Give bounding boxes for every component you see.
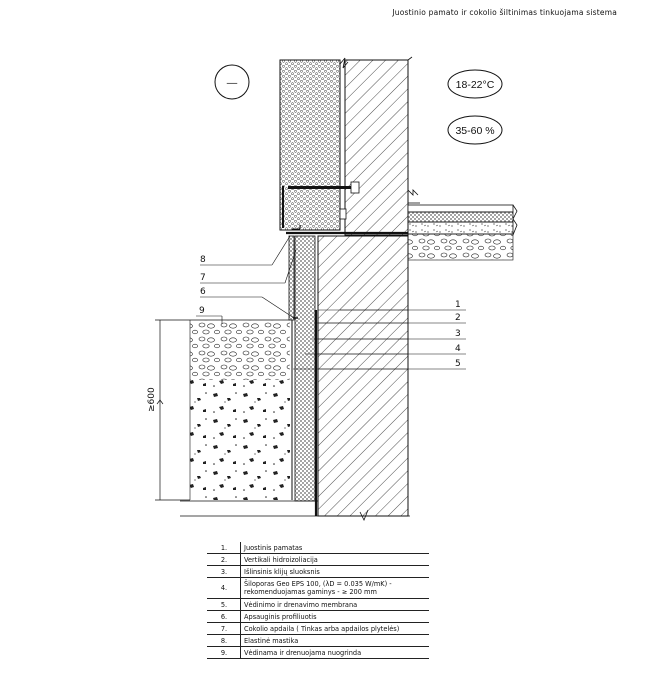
legend-number: 5. [207, 598, 241, 611]
legend-number: 2. [207, 553, 241, 566]
drainage-gravel [190, 320, 290, 380]
temperature-oval [447, 69, 503, 99]
legend-row: 3.Išlinsinis klijų sluoksnis [207, 565, 429, 578]
callout-2: 2 [455, 313, 461, 323]
legend-row: 1.Juostinis pamatas [207, 542, 429, 554]
legend-row: 2.Vertikali hidroizoliacija [207, 553, 429, 566]
legend-text: Šiloporas Geo EPS 100, (λD = 0.035 W/mK)… [240, 577, 429, 599]
temperature-text: 18-22°C [456, 79, 495, 91]
floor-insulation [407, 211, 514, 223]
legend-text: Vėdinama ir drenuojama nuogrinda [240, 646, 429, 659]
legend-text: Juostinis pamatas [240, 542, 429, 554]
exterior-minus: — [227, 77, 238, 89]
callout-4: 4 [455, 344, 461, 354]
callout-6: 6 [200, 287, 206, 297]
legend-number: 7. [207, 622, 241, 635]
callout-8: 8 [200, 255, 206, 265]
legend-text: Išlinsinis klijų sluoksnis [240, 565, 429, 578]
floor-gravel [407, 233, 514, 261]
drawing-title: Juostinio pamato ir cokolio šiltinimas t… [392, 8, 617, 17]
legend-text: Vertikali hidroizoliacija [240, 553, 429, 566]
legend-number: 1. [207, 542, 241, 554]
legend-row: 6.Apsauginis profiliuotis [207, 610, 429, 623]
callout-9: 9 [199, 306, 205, 316]
legend-text: Elastinė mastika [240, 634, 429, 647]
callout-3: 3 [455, 329, 461, 339]
legend-number: 4. [207, 577, 241, 599]
legend-number: 6. [207, 610, 241, 623]
legend-row: 4.Šiloporas Geo EPS 100, (λD = 0.035 W/m… [207, 577, 429, 599]
legend-text: Vėdinimo ir drenavimo membrana [240, 598, 429, 611]
foundation-section-drawing: ≥600 — 18-22°C 35-60 % 8 7 6 9 1 2 3 4 5 [147, 56, 518, 521]
legend-text: Apsauginis profiliuotis [240, 610, 429, 623]
legend-number: 8. [207, 634, 241, 647]
exterior-symbol [214, 64, 250, 100]
dimension-label: ≥600 [147, 387, 157, 412]
legend-text: Cokolio apdaila ( Tinkas arba apdailos p… [240, 622, 429, 635]
floor-finish [407, 204, 514, 213]
soil [190, 380, 290, 500]
plinth-finish [288, 235, 295, 321]
callout-7: 7 [200, 273, 206, 283]
wall-insulation [279, 59, 341, 231]
floor-slab [407, 221, 514, 235]
humidity-text: 35-60 % [455, 125, 494, 137]
legend-number: 9. [207, 646, 241, 659]
legend-row: 8.Elastinė mastika [207, 634, 429, 647]
callout-5: 5 [455, 359, 461, 369]
legend-row: 9.Vėdinama ir drenuojama nuogrinda [207, 646, 429, 659]
legend-row: 5.Vėdinimo ir drenavimo membrana [207, 598, 429, 611]
humidity-oval [447, 115, 503, 145]
strip-foundation [317, 235, 409, 517]
plinth-insulation [294, 235, 316, 502]
anchor [288, 186, 356, 189]
upper-wall [344, 59, 409, 236]
callout-1: 1 [455, 300, 461, 310]
legend-row: 7.Cokolio apdaila ( Tinkas arba apdailos… [207, 622, 429, 635]
legend-number: 3. [207, 565, 241, 578]
